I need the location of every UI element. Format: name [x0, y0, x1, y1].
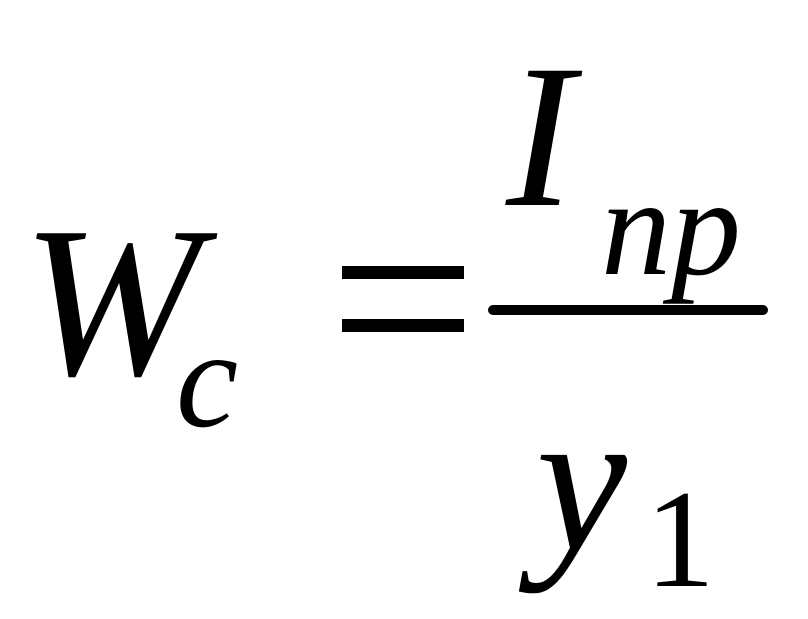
equals-sign-top-bar — [342, 266, 464, 279]
lhs-symbol: W — [22, 182, 202, 421]
fraction-bar — [488, 305, 768, 315]
equals-sign-bottom-bar — [342, 319, 464, 332]
lhs-subscript: c — [176, 302, 239, 457]
numerator-subscript: np — [601, 150, 741, 305]
denominator-subscript: 1 — [645, 462, 715, 617]
denominator-symbol: y — [536, 367, 627, 594]
numerator-symbol: I — [506, 23, 575, 250]
